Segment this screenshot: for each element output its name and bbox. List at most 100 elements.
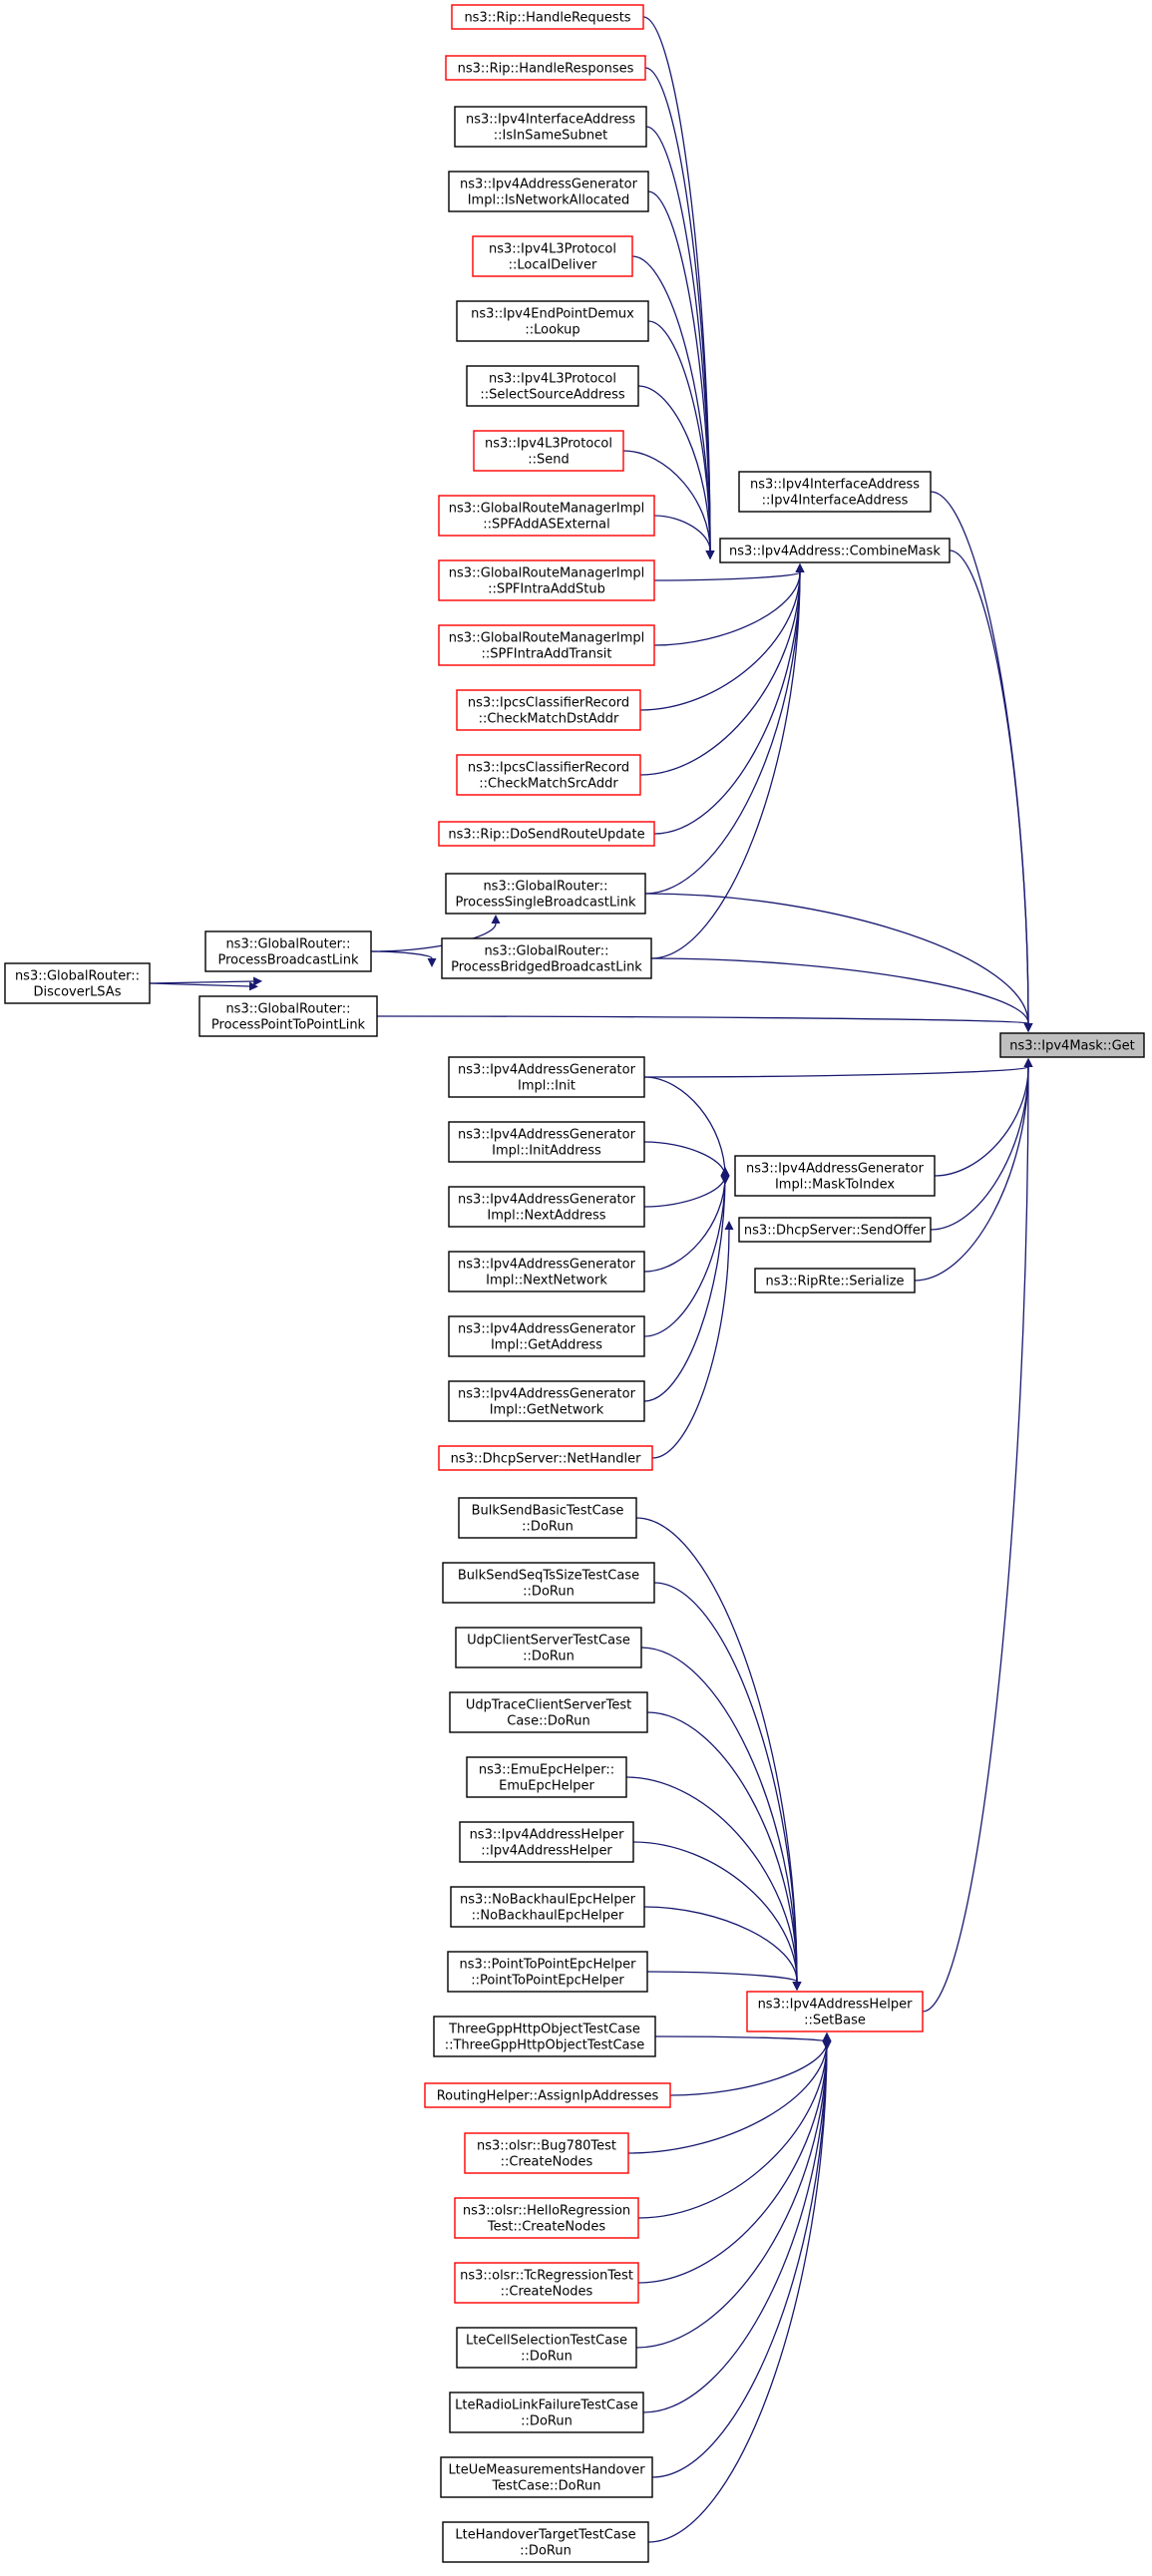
graph-node-bug780[interactable]: ns3::olsr::Bug780Test::CreateNodes <box>464 2132 629 2174</box>
graph-node-3gpphttp[interactable]: ThreeGppHttpObjectTestCase::ThreeGppHttp… <box>433 2016 656 2057</box>
graph-node-riprte[interactable]: ns3::RipRte::Serialize <box>754 1268 916 1293</box>
graph-node-rip-req[interactable]: ns3::Rip::HandleRequests <box>451 4 644 30</box>
node-label-line: ::Send <box>528 453 570 468</box>
graph-node-emuepc[interactable]: ns3::EmuEpcHelper::EmuEpcHelper <box>466 1756 627 1798</box>
node-box <box>734 1155 936 1197</box>
graph-node-ifaddr-ctor[interactable]: ns3::Ipv4InterfaceAddress::Ipv4Interface… <box>738 471 932 513</box>
edge-n_spfext-to-n_combine <box>653 515 715 559</box>
node-box <box>438 559 655 601</box>
graph-node-ipv4helper[interactable]: ns3::Ipv4AddressHelper::Ipv4AddressHelpe… <box>459 1821 634 1863</box>
graph-node-lookup[interactable]: ns3::Ipv4EndPointDemux::Lookup <box>456 300 649 342</box>
node-label-line: ns3::GlobalRouter:: <box>483 880 607 895</box>
node-label-line: ::IsInSameSubnet <box>494 129 607 144</box>
graph-node-netalloc[interactable]: ns3::Ipv4AddressGeneratorImpl::IsNetwork… <box>448 171 649 212</box>
node-label-line: Case::DoRun <box>507 1714 589 1729</box>
node-label-line: ns3::Rip::HandleResponses <box>458 62 634 77</box>
edge-n_emuepc-to-n_setbase <box>625 1776 802 1991</box>
node-box <box>454 2262 639 2304</box>
node-label-line: ::ThreeGppHttpObjectTestCase <box>445 2038 645 2053</box>
graph-node-rip-resp[interactable]: ns3::Rip::HandleResponses <box>445 55 646 81</box>
edge-n_spfstub-to-n_combine <box>653 563 805 581</box>
edge-n_bridged_bcast-to-n_combine <box>650 563 805 959</box>
node-box <box>456 754 641 796</box>
graph-node-spfext[interactable]: ns3::GlobalRouteManagerImpl::SPFAddASExt… <box>438 495 655 537</box>
edge-n_udptrace-to-n_setbase <box>646 1711 802 1991</box>
graph-node-gen-getnet[interactable]: ns3::Ipv4AddressGeneratorImpl::GetNetwor… <box>448 1380 645 1422</box>
graph-node-get[interactable]: ns3::Ipv4Mask::Get <box>999 1032 1145 1058</box>
edge-n_bulkseq-to-n_setbase <box>653 1582 802 1991</box>
node-label-line: ns3::RipRte::Serialize <box>765 1275 904 1289</box>
node-label-line: ::DoRun <box>523 1585 575 1600</box>
node-box <box>738 471 932 513</box>
graph-node-rip-upd[interactable]: ns3::Rip::DoSendRouteUpdate <box>438 821 655 847</box>
node-box <box>448 171 649 212</box>
graph-node-udpcs[interactable]: UdpClientServerTestCase::DoRun <box>455 1627 642 1668</box>
node-label-line: ThreeGppHttpObjectTestCase <box>448 2023 640 2037</box>
node-label-line: ProcessBridgedBroadcastLink <box>451 960 642 975</box>
edge-n_bug780-to-n_setbase <box>627 2032 832 2154</box>
graph-node-ipcs-dst[interactable]: ns3::IpcsClassifierRecord::CheckMatchDst… <box>456 689 641 731</box>
node-label-line: ns3::Ipv4AddressGenerator <box>458 1063 636 1078</box>
graph-node-bulkbasic[interactable]: BulkSendBasicTestCase::DoRun <box>458 1497 637 1539</box>
edge-n_p2pepc-to-n_setbase <box>646 1971 802 1991</box>
graph-node-masktoindex[interactable]: ns3::Ipv4AddressGeneratorImpl::MaskToInd… <box>734 1155 936 1197</box>
graph-node-ipcs-src[interactable]: ns3::IpcsClassifierRecord::CheckMatchSrc… <box>456 754 641 796</box>
node-box <box>204 930 372 972</box>
graph-node-ltecell[interactable]: LteCellSelectionTestCase::DoRun <box>456 2327 637 2369</box>
graph-node-lsas[interactable]: ns3::GlobalRouter::DiscoverLSAs <box>4 962 151 1004</box>
node-label-line: ProcessPointToPointLink <box>211 1018 366 1033</box>
node-label-line: ns3::GlobalRouter:: <box>15 969 140 984</box>
graph-node-gen-initaddr[interactable]: ns3::Ipv4AddressGeneratorImpl::InitAddre… <box>448 1121 645 1163</box>
graph-node-bulkseq[interactable]: BulkSendSeqTsSizeTestCase::DoRun <box>442 1562 655 1604</box>
graph-node-bridged-bcast[interactable]: ns3::GlobalRouter::ProcessBridgedBroadca… <box>441 937 652 979</box>
node-label-line: ns3::Ipv4EndPointDemux <box>471 307 634 322</box>
node-label-line: ns3::Ipv4L3Protocol <box>489 372 616 387</box>
graph-node-ltehandover[interactable]: LteHandoverTargetTestCase::DoRun <box>442 2521 649 2563</box>
graph-node-bcast[interactable]: ns3::GlobalRouter::ProcessBroadcastLink <box>204 930 372 972</box>
node-label-line: ::SetBase <box>804 2014 866 2028</box>
graph-node-gen-getaddr[interactable]: ns3::Ipv4AddressGeneratorImpl::GetAddres… <box>448 1315 645 1357</box>
edge-n_p2p-to-n_get <box>376 1015 1033 1032</box>
node-box <box>454 106 647 148</box>
node-box <box>438 624 655 666</box>
node-label-line: Impl::IsNetworkAllocated <box>468 193 630 208</box>
graph-node-selectsrc[interactable]: ns3::Ipv4L3Protocol::SelectSourceAddress <box>466 365 639 407</box>
graph-node-routinghelper[interactable]: RoutingHelper::AssignIpAddresses <box>424 2082 671 2108</box>
graph-node-p2p[interactable]: ns3::GlobalRouter::ProcessPointToPointLi… <box>198 995 378 1037</box>
graph-node-send[interactable]: ns3::Ipv4L3Protocol::Send <box>473 430 624 472</box>
node-label-line: ::DoRun <box>521 2350 573 2365</box>
edge-n_ipcs_dst-to-n_combine <box>639 563 805 711</box>
graph-node-hello[interactable]: ns3::olsr::HelloRegressionTest::CreateNo… <box>454 2197 639 2239</box>
node-label-line: ns3::olsr::Bug780Test <box>477 2139 616 2154</box>
graph-node-nobackhaul[interactable]: ns3::NoBackhaulEpcHelper::NoBackhaulEpcH… <box>450 1886 645 1928</box>
node-label-line: ns3::Ipv4AddressGenerator <box>460 178 638 192</box>
graph-node-nethandler[interactable]: ns3::DhcpServer::NetHandler <box>438 1445 653 1471</box>
graph-node-combine[interactable]: ns3::Ipv4Address::CombineMask <box>719 538 951 563</box>
graph-node-lterlf[interactable]: LteRadioLinkFailureTestCase::DoRun <box>449 2392 644 2433</box>
edge-n_ltehandover-to-n_setbase <box>647 2032 832 2543</box>
edge-n_setbase-to-n_get <box>922 1058 1033 2013</box>
graph-node-sendoffer[interactable]: ns3::DhcpServer::SendOffer <box>738 1217 932 1243</box>
graph-node-gen-nextnet[interactable]: ns3::Ipv4AddressGeneratorImpl::NextNetwo… <box>448 1251 645 1292</box>
graph-node-tcreg[interactable]: ns3::olsr::TcRegressionTest::CreateNodes <box>454 2262 639 2304</box>
edge-n_sendoffer-to-n_get <box>930 1058 1033 1231</box>
node-box <box>456 689 641 731</box>
node-box <box>445 55 646 81</box>
graph-node-localdeliver[interactable]: ns3::Ipv4L3Protocol::LocalDeliver <box>472 235 633 277</box>
graph-node-single-bcast[interactable]: ns3::GlobalRouter::ProcessSingleBroadcas… <box>445 873 646 915</box>
node-label-line: ::PointToPointEpcHelper <box>471 1974 624 1989</box>
node-label-line: Impl::MaskToIndex <box>775 1178 895 1193</box>
graph-node-p2pepc[interactable]: ns3::PointToPointEpcHelper::PointToPoint… <box>447 1951 648 1993</box>
graph-node-gen-nextaddr[interactable]: ns3::Ipv4AddressGeneratorImpl::NextAddre… <box>448 1186 645 1228</box>
graph-node-spfstub[interactable]: ns3::GlobalRouteManagerImpl::SPFIntraAdd… <box>438 559 655 601</box>
node-label-line: ns3::Ipv4Mask::Get <box>1009 1039 1135 1054</box>
node-label-line: ::CheckMatchDstAddr <box>479 712 619 727</box>
graph-node-samesubnet[interactable]: ns3::Ipv4InterfaceAddress::IsInSameSubne… <box>454 106 647 148</box>
edge-n_ltecell-to-n_setbase <box>635 2032 832 2349</box>
graph-node-setbase[interactable]: ns3::Ipv4AddressHelper::SetBase <box>746 1991 924 2032</box>
graph-node-spftransit[interactable]: ns3::GlobalRouteManagerImpl::SPFIntraAdd… <box>438 624 655 666</box>
node-label-line: ns3::Ipv4AddressGenerator <box>458 1128 636 1143</box>
